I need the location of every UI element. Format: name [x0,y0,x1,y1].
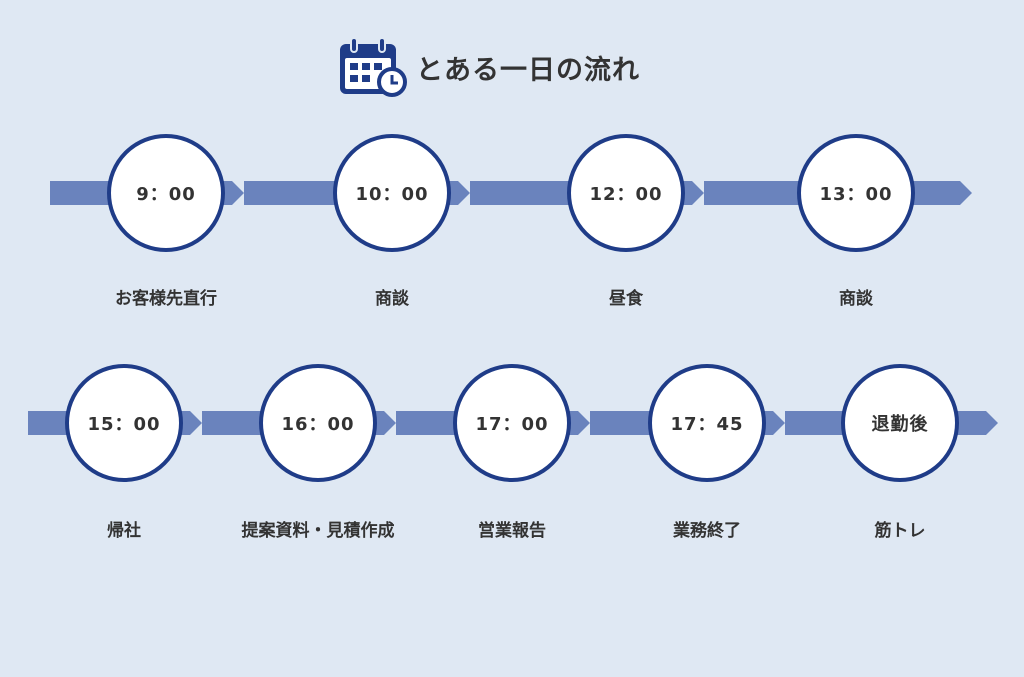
arrow-tip [458,181,470,205]
step-label: 営業報告 [478,521,546,541]
arrow-tip [232,181,244,205]
step-time: 退勤後 [871,414,929,435]
arrow-tip [384,411,396,435]
step-label: 筋トレ [874,521,926,541]
time-circle: 退勤後 [841,364,959,482]
step-time: 10：00 [355,184,429,205]
arrow-tip [692,181,704,205]
calendar-clock-icon [340,37,407,97]
step-time: 9：00 [136,184,196,205]
step-time: 13：00 [819,184,893,205]
time-circle: 12：00 [567,134,685,252]
time-circle: 10：00 [333,134,451,252]
step-label: 業務終了 [673,521,741,541]
step-time: 17：00 [475,414,549,435]
step-time: 17：45 [670,414,744,435]
time-circle: 15：00 [65,364,183,482]
arrow-tip [190,411,202,435]
step-time: 16：00 [281,414,355,435]
step-label: お客様先直行 [115,289,217,309]
arrow-tip [960,181,972,205]
arrow-tip [986,411,998,435]
step-label: 商談 [375,289,409,309]
page-title-group: とある一日の流れ [338,36,640,98]
step-label: 昼食 [609,289,643,309]
time-circle: 17：45 [648,364,766,482]
page-title: とある一日の流れ [416,54,640,86]
step-time: 12：00 [589,184,663,205]
arrow-tip [578,411,590,435]
time-circle: 16：00 [259,364,377,482]
step-label: 提案資料・見積作成 [241,521,395,541]
time-circle: 9：00 [107,134,225,252]
time-circle: 17：00 [453,364,571,482]
step-time: 15：00 [87,414,161,435]
step-label: 帰社 [107,521,141,541]
time-circle: 13：00 [797,134,915,252]
arrow-tip [773,411,785,435]
step-label: 商談 [839,289,873,309]
